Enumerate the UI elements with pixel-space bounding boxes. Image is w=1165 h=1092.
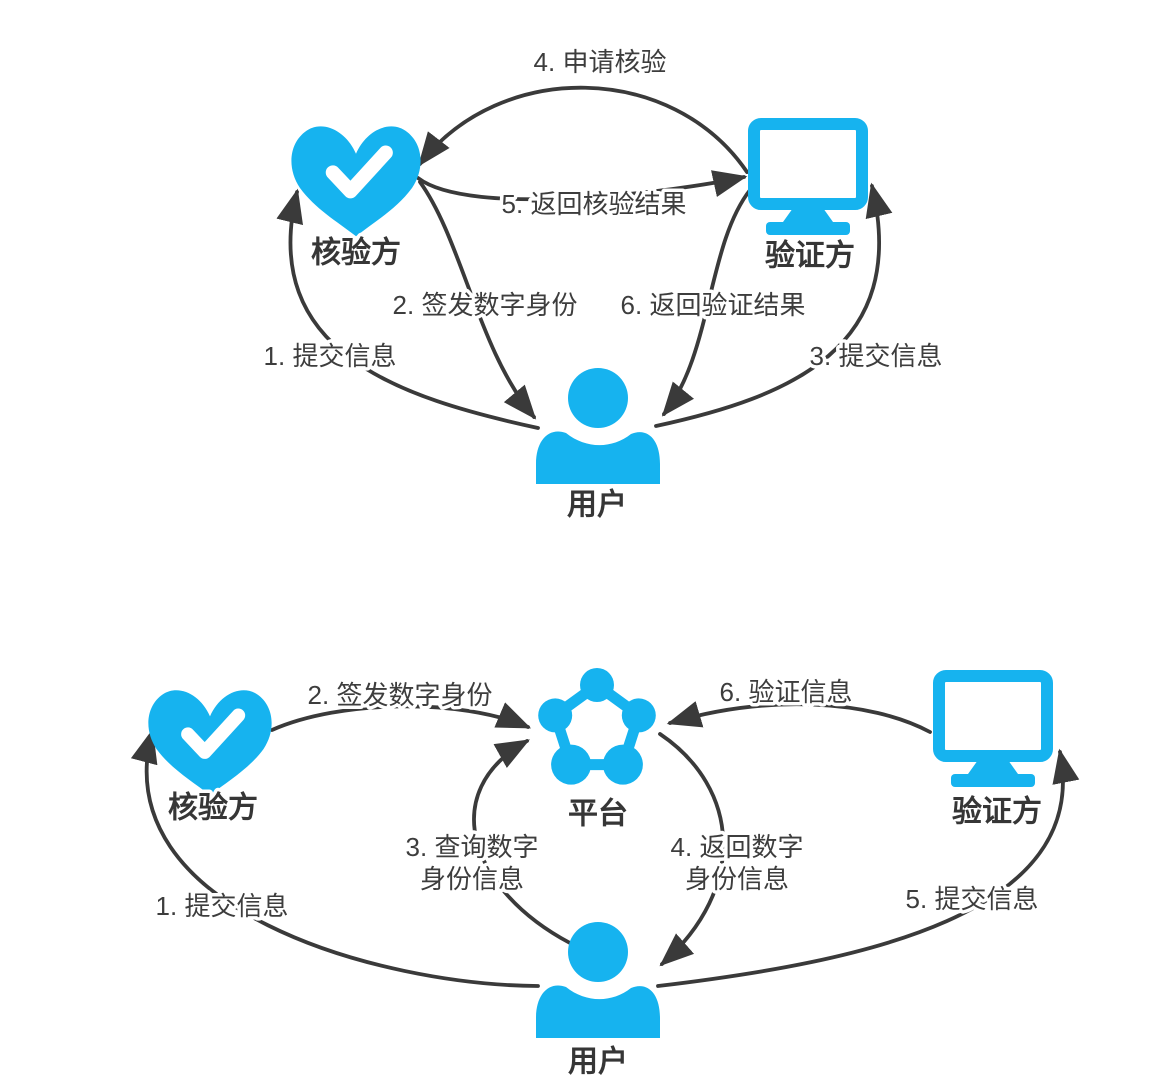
flow-label-6: 6. 返回验证结果	[621, 290, 806, 320]
arrow-issuer-to-verifier	[416, 170, 748, 202]
flow-label-3-line2: 身份信息	[420, 864, 524, 894]
flow-label-5: 5. 提交信息	[906, 884, 1039, 914]
issuer-heart-icon	[291, 126, 420, 236]
bottom-diagram: 核验方 平台 验证方 用户 2. 签发数字身份 6. 验证信息 3. 查询数字 …	[130, 668, 1080, 1082]
flow-label-4-line1: 4. 返回数字	[671, 832, 804, 862]
verifier-monitor-icon	[754, 124, 862, 235]
issuer-heart-icon	[148, 690, 271, 795]
arrow-user-to-issuer	[130, 728, 540, 988]
issuer-label: 核验方	[168, 791, 258, 825]
flow-label-3-line1: 3. 查询数字	[406, 832, 539, 862]
flow-label-4: 4. 申请核验	[534, 47, 667, 77]
arrow-issuer-to-user	[418, 180, 537, 420]
issuer-label: 核验方	[311, 236, 401, 270]
flow-label-2: 2. 签发数字身份	[308, 680, 493, 710]
flow-label-5: 5. 返回核验结果	[502, 189, 687, 219]
arrow-platform-to-user	[658, 732, 726, 967]
user-person-icon	[536, 368, 660, 484]
arrow-verifier-to-user	[661, 188, 752, 417]
flow-label-4-line2: 身份信息	[685, 864, 789, 894]
arrow-user-to-verifier	[654, 182, 893, 428]
user-label: 用户	[568, 1046, 628, 1079]
arrow-verifier-to-platform	[666, 701, 932, 734]
user-person-icon	[536, 922, 660, 1038]
platform-label: 平台	[568, 797, 628, 831]
flow-label-6: 6. 验证信息	[720, 677, 853, 707]
flow-label-1: 1. 提交信息	[156, 891, 289, 921]
user-label: 用户	[567, 489, 627, 522]
top-diagram: 核验方 验证方 用户 4. 申请核验 5. 返回核验结果 2. 签发数字身份 6…	[260, 44, 946, 526]
flow-label-1: 1. 提交信息	[264, 341, 397, 371]
flow-label-3: 3. 提交信息	[810, 341, 943, 371]
verifier-monitor-icon	[939, 676, 1047, 787]
arrow-user-to-verifier	[656, 748, 1080, 988]
arrow-user-to-issuer	[276, 188, 540, 430]
verifier-label: 验证方	[952, 795, 1042, 829]
arrow-verifier-to-issuer	[417, 85, 749, 174]
verifier-label: 验证方	[765, 239, 855, 273]
arrow-user-to-platform	[472, 739, 572, 945]
arrow-issuer-to-platform	[270, 702, 532, 732]
platform-network-icon	[538, 668, 656, 785]
flow-label-2: 2. 签发数字身份	[393, 290, 578, 320]
